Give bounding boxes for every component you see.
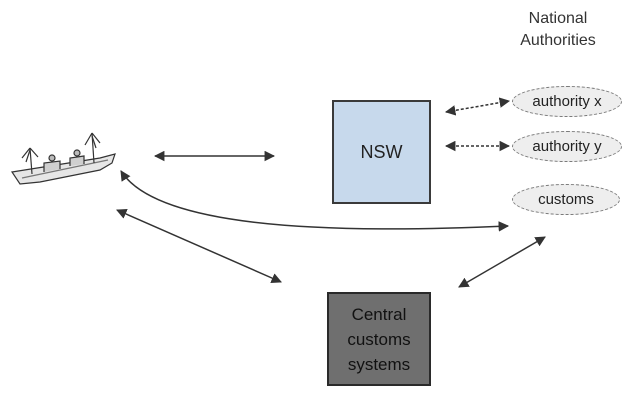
authority-y-label: authority y — [532, 138, 602, 155]
ship-icon — [10, 132, 116, 185]
customs-label: customs — [538, 191, 594, 208]
central-label-line-1: Central — [351, 304, 407, 324]
nsw-node: NSW — [332, 100, 431, 204]
central-customs-node: Central customs systems — [327, 292, 431, 386]
arrow-central-customs — [458, 236, 546, 288]
central-label-line-3: systems — [347, 354, 411, 374]
nsw-label: NSW — [360, 141, 403, 162]
authority-y-node: authority y — [512, 131, 622, 162]
central-label-line-2: customs — [347, 329, 411, 349]
authority-x-node: authority x — [512, 86, 622, 117]
heading-line-1: National — [528, 10, 588, 27]
national-authorities-heading: National Authorities — [498, 8, 618, 52]
arrow-nsw-authority-x — [444, 97, 511, 116]
authority-x-label: authority x — [532, 93, 602, 110]
customs-node: customs — [512, 184, 620, 215]
heading-line-2: Authorities — [520, 32, 596, 49]
arrow-ship-central — [116, 208, 282, 284]
arrow-ship-customs — [120, 170, 510, 232]
